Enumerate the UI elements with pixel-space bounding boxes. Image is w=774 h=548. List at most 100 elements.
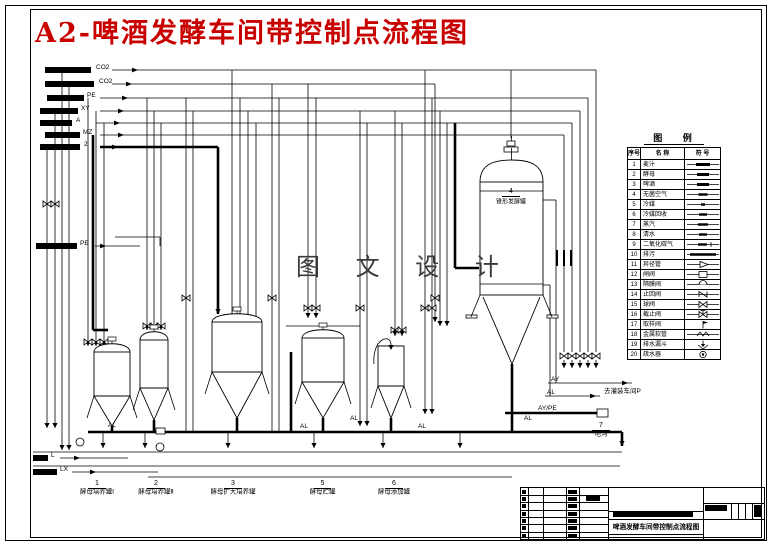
legend-row-symbol [685, 250, 720, 259]
line-code-co2-1: CO2 [96, 64, 110, 71]
legend-row-name: 取样阀 [641, 320, 685, 329]
flow-label-al-6: AL [524, 415, 532, 422]
legend-header-no: 序号 [628, 148, 641, 159]
sheet-outer-frame [5, 5, 767, 541]
equipment-label-4-name: 锥形发酵罐 [496, 199, 526, 206]
legend-row-no: 19 [628, 340, 641, 349]
flow-label-al-5: AL [108, 422, 116, 429]
legend-row-name: 麦汁 [641, 160, 685, 169]
legend-row-name: 截止阀 [641, 310, 685, 319]
legend-row-name: 冷媒回收 [641, 210, 685, 219]
legend-row-name: 二氧化碳气 [641, 240, 685, 249]
legend-row-name: 无菌空气 [641, 190, 685, 199]
legend-row-name: 金属软管 [641, 330, 685, 339]
legend-row-symbol [685, 280, 720, 289]
legend-row-name: 隔膜阀 [641, 280, 685, 289]
flow-label-al-4: AL [418, 423, 426, 430]
legend-row-symbol [685, 160, 720, 169]
legend-row-name: 闸阀 [641, 270, 685, 279]
legend-row-no: 15 [628, 300, 641, 309]
sheet-title: A2-啤酒发酵车间带控制点流程图 [35, 18, 469, 49]
legend-title: 图 例 [627, 131, 721, 147]
line-code-xy: XY [81, 105, 90, 112]
legend-row-no: 11 [628, 260, 641, 269]
legend-row-no: 9 [628, 240, 641, 249]
flow-label-al-3: AL [300, 423, 308, 430]
watermark-text: 图 文 设 计 [296, 253, 513, 281]
legend-row-no: 3 [628, 180, 641, 189]
legend-row-name: 疏水器 [641, 350, 685, 359]
line-code-a: A [76, 117, 81, 124]
legend-header-name: 名 称 [641, 148, 685, 159]
legend-row-no: 17 [628, 320, 641, 329]
flow-label-al-2: AL [350, 415, 358, 422]
legend-row-symbol [685, 300, 720, 309]
legend-row-no: 7 [628, 220, 641, 229]
legend-row-symbol [685, 240, 720, 249]
legend-row-name: 啤酒 [641, 180, 685, 189]
legend-row-no: 10 [628, 250, 641, 259]
legend-row-name: 清水 [641, 230, 685, 239]
legend-row-no: 5 [628, 200, 641, 209]
equipment-label-4: 4 [496, 188, 526, 198]
legend-row-symbol [685, 210, 720, 219]
title-block-drawing-title: 啤酒发酵车间带控制点流程图 [612, 523, 700, 531]
legend-row-name: 排水漏斗 [641, 340, 685, 349]
line-code-pe-2: PE [80, 240, 89, 247]
legend-row-name: 冷媒 [641, 200, 685, 209]
flow-label-ay: AY [551, 376, 560, 383]
legend-row-no: 18 [628, 330, 641, 339]
flow-label-dest: 去灌装车间P [604, 388, 641, 395]
legend-row-symbol [685, 310, 720, 319]
legend-row-no: 4 [628, 190, 641, 199]
legend-row-symbol [685, 270, 720, 279]
legend-row-no: 8 [628, 230, 641, 239]
legend-header-symbol: 符 号 [695, 150, 710, 157]
legend-row-symbol [685, 290, 720, 299]
legend-header-row: 序号 名 称 符 号 [628, 148, 720, 160]
legend-row-symbol [685, 230, 720, 239]
legend-row-symbol [685, 190, 720, 199]
line-code-mz: MZ [83, 129, 93, 136]
legend-row-symbol [685, 170, 720, 179]
legend-row-symbol [685, 180, 720, 189]
legend-row-symbol [685, 320, 720, 329]
legend-row-no: 16 [628, 310, 641, 319]
legend-row-name: 蒸汽 [641, 220, 685, 229]
legend-row-no: 14 [628, 290, 641, 299]
legend-row-name: 酵母 [641, 170, 685, 179]
legend-row-no: 2 [628, 170, 641, 179]
legend-row-symbol [685, 220, 720, 229]
line-code-co2-2: CO2 [99, 78, 113, 85]
flow-label-al-1: AL [547, 389, 555, 396]
legend-row-symbol [685, 340, 720, 349]
legend-row-no: 12 [628, 270, 641, 279]
legend-row-no: 20 [628, 350, 641, 359]
legend-row-symbol [685, 330, 720, 339]
line-code-2: 2 [84, 141, 88, 148]
legend-row-symbol [685, 350, 720, 359]
legend-row-name: 球阀 [641, 300, 685, 309]
